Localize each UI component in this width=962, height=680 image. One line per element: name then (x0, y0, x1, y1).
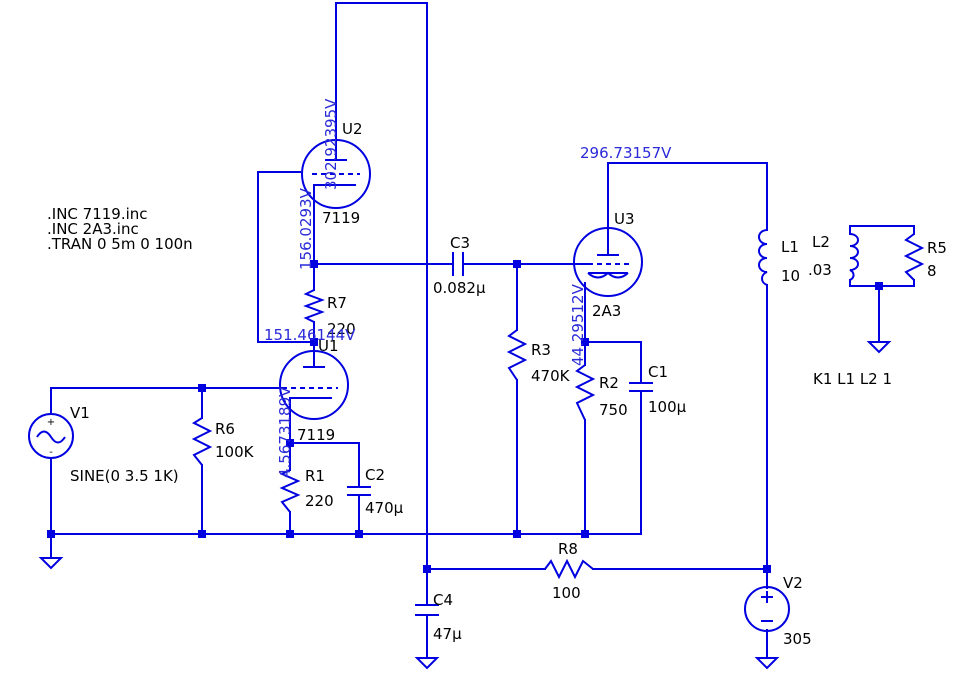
c1-name: C1 (648, 363, 668, 381)
c3-value: 0.082µ (433, 279, 486, 297)
tube-u2[interactable] (301, 139, 371, 209)
wire-l2-top (849, 225, 915, 235)
coupling-directive: K1 L1 L2 1 (813, 370, 892, 388)
voltage-label-u2-cathode: 156.0293V (297, 187, 315, 270)
junction-dot (310, 338, 318, 346)
r7-name: R7 (327, 294, 347, 312)
r6-name: R6 (215, 420, 235, 438)
ground-symbol (866, 341, 892, 354)
r3-name: R3 (531, 341, 551, 359)
capacitor-c1[interactable] (629, 382, 653, 392)
wire-c2-top (289, 442, 360, 488)
v2-name: V2 (783, 574, 803, 592)
u3-value: 2A3 (592, 302, 621, 320)
junction-dot (47, 530, 55, 538)
junctions (47, 260, 883, 573)
u3-name: U3 (614, 210, 635, 228)
junction-dot (286, 439, 294, 447)
c3-name: C3 (450, 234, 470, 252)
ground-symbol (414, 657, 440, 670)
r6-value: 100K (215, 443, 255, 461)
minus-icon: - (49, 447, 53, 458)
junction-dot (513, 530, 521, 538)
junction-dot (423, 565, 431, 573)
inductor-l2[interactable] (849, 233, 859, 281)
voltage-label-u3-plate: 296.73157V (580, 144, 672, 162)
l1-value: 10 (781, 267, 800, 285)
voltage-label-u1-cathode: 4.5673189V (276, 386, 294, 478)
tube-u1[interactable] (279, 350, 349, 420)
resistor-r3[interactable] (506, 329, 528, 381)
junction-dot (763, 565, 771, 573)
inductor-l1[interactable] (758, 229, 768, 286)
c4-value: 47µ (433, 625, 462, 643)
wire-r8-right (592, 568, 768, 589)
junction-dot (581, 530, 589, 538)
r8-name: R8 (558, 540, 578, 558)
wire-c1-top (584, 341, 642, 384)
c1-value: 100µ (648, 398, 687, 416)
voltage-source-v2[interactable] (744, 586, 790, 632)
junction-dot (513, 260, 521, 268)
resistor-r6[interactable] (191, 417, 213, 466)
r8-value: 100 (552, 584, 581, 602)
r1-name: R1 (305, 467, 325, 485)
r2-value: 750 (599, 401, 628, 419)
wire-u3-plate (607, 162, 768, 256)
voltage-label-u2-plate: 302.92395V (322, 98, 340, 190)
spice-directive: .TRAN 0 5m 0 100n (47, 235, 193, 253)
tube-u3[interactable] (573, 227, 643, 297)
l2-name: L2 (812, 233, 830, 251)
c4-name: C4 (433, 591, 453, 609)
junction-dot (875, 282, 883, 290)
junction-dot (198, 384, 206, 392)
r2-name: R2 (599, 374, 619, 392)
c2-value: 470µ (365, 499, 404, 517)
plus-icon: + (47, 417, 55, 428)
junction-dot (355, 530, 363, 538)
v1-value: SINE(0 3.5 1K) (70, 467, 179, 485)
c2-name: C2 (365, 466, 385, 484)
r5-name: R5 (927, 239, 947, 257)
u1-name: U1 (318, 337, 339, 355)
l1-name: L1 (781, 238, 799, 256)
spice-directive: .INC 2A3.inc (47, 220, 139, 238)
capacitor-c3[interactable] (452, 252, 464, 276)
junction-dot (310, 260, 318, 268)
l2-value: .03 (808, 261, 832, 279)
ground-symbol (38, 557, 64, 570)
voltage-label-u1-plate: 151.46144V (264, 326, 356, 344)
u1-value: 7119 (297, 426, 335, 444)
capacitor-c2[interactable] (347, 486, 371, 496)
junction-dot (198, 530, 206, 538)
v1-name: V1 (70, 404, 90, 422)
junction-dot (286, 530, 294, 538)
wires (50, 2, 915, 659)
resistor-r5[interactable] (903, 233, 925, 281)
u2-name: U2 (342, 120, 363, 138)
resistor-r8[interactable] (544, 558, 594, 580)
u2-value: 7119 (322, 209, 360, 227)
resistor-r7[interactable] (303, 289, 325, 323)
r3-value: 470K (531, 367, 571, 385)
r7-value: 220 (327, 320, 356, 338)
voltage-source-v1[interactable]: + - (28, 413, 74, 459)
wire-supply-top (335, 2, 428, 570)
wire-u2-grid (257, 171, 315, 343)
spice-directive: .INC 7119.inc (47, 205, 148, 223)
voltage-label-u3-cathode: 44.29512V (569, 283, 587, 366)
r1-value: 220 (305, 492, 334, 510)
ground-symbol (754, 657, 780, 670)
v2-value: 305 (783, 630, 812, 648)
resistor-r1[interactable] (279, 469, 301, 513)
junction-dot (581, 338, 589, 346)
r5-value: 8 (927, 262, 937, 280)
capacitor-c4[interactable] (415, 604, 439, 616)
resistor-r2[interactable] (574, 364, 596, 421)
